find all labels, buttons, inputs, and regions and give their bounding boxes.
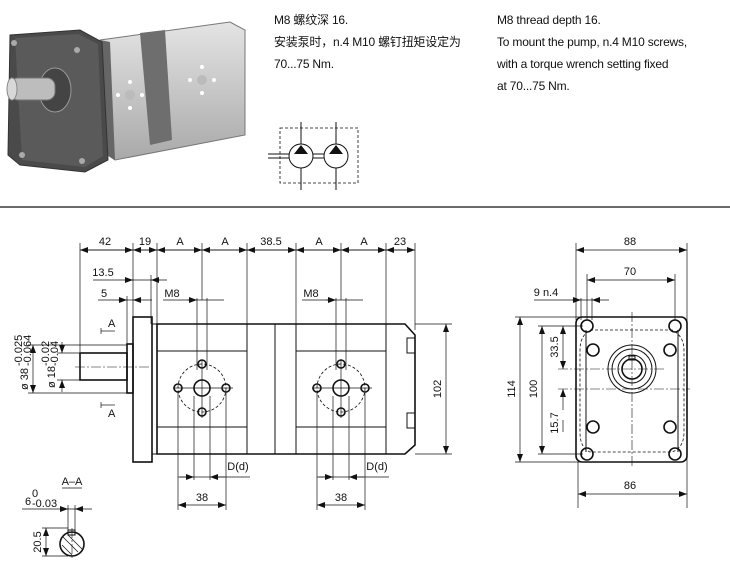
note-en-line: M8 thread depth 16. — [497, 13, 601, 27]
note-en-line: at 70...75 Nm. — [497, 79, 570, 93]
notes-chinese: M8 螺纹深 16. 安装泵时，n.4 M10 螺钉扭矩设定为 70...75 … — [274, 9, 461, 75]
thread-label-m8: M8 — [303, 288, 318, 300]
dim-42: 42 — [99, 236, 111, 248]
note-cn-line: 安装泵时，n.4 M10 螺钉扭矩设定为 — [274, 35, 461, 49]
dim-100: 100 — [528, 380, 540, 398]
pump-photo — [6, 21, 246, 173]
port-right — [312, 359, 372, 418]
port-label-d: D(d) — [227, 461, 248, 473]
dim-38-5: 38.5 — [260, 236, 281, 248]
dim-102: 102 — [432, 380, 444, 398]
dim-114: 114 — [506, 380, 518, 398]
pump-arrow-icon — [294, 145, 308, 154]
side-view: 42 19 A A 38.5 A A 23 13.5 5 M8 M8 A A — [13, 236, 452, 510]
dim-a: A — [360, 236, 368, 248]
dim-a: A — [176, 236, 184, 248]
dim-88: 88 — [624, 236, 636, 248]
key-width: 6 — [25, 496, 31, 508]
key-tol-upper: 0 — [32, 488, 38, 500]
front-view: 88 70 9 n.4 86 114 100 33.5 15.7 — [506, 236, 690, 508]
dia-38-label: ø 38 — [19, 368, 31, 390]
note-cn-line: 70...75 Nm. — [274, 57, 334, 71]
pump-arrow-icon — [329, 145, 343, 154]
dia-18-label: ø 18 — [46, 366, 58, 388]
key-height: 20.5 — [32, 531, 44, 552]
dim-19: 19 — [139, 236, 151, 248]
dim-38-port: 38 — [335, 492, 347, 504]
dim-15-7: 15.7 — [549, 412, 561, 433]
thread-label-m8: M8 — [164, 288, 179, 300]
dia-38-tol-upper: -0.025 — [13, 335, 25, 366]
dia-18-tol-upper: -0.02 — [40, 341, 52, 366]
dia-38-tol-lower: -0.064 — [22, 335, 34, 366]
note-en-line: To mount the pump, n.4 M10 screws, — [497, 35, 687, 49]
dim-a: A — [315, 236, 323, 248]
key-tol-lower: -0.03 — [32, 498, 57, 510]
hydraulic-symbol — [268, 122, 359, 190]
dim-5: 5 — [101, 288, 107, 300]
dim-70: 70 — [624, 266, 636, 278]
section-mark-a: A — [108, 408, 116, 420]
dim-38-port: 38 — [196, 492, 208, 504]
port-label-d: D(d) — [366, 461, 387, 473]
dim-13-5: 13.5 — [92, 267, 113, 279]
dia-18-tol-lower: -0.04 — [49, 341, 61, 366]
dim-dia-38: ø 38 -0.025 -0.064 — [13, 335, 34, 390]
dim-33-5: 33.5 — [549, 336, 561, 357]
section-title: A–A — [62, 476, 83, 488]
notes-english: M8 thread depth 16. To mount the pump, n… — [497, 9, 687, 97]
dim-86: 86 — [624, 480, 636, 492]
note-en-line: with a torque wrench setting fixed — [497, 57, 669, 71]
note-cn-line: M8 螺纹深 16. — [274, 13, 349, 27]
dim-9-n4: 9 n.4 — [534, 287, 558, 299]
section-a-a: A–A 6 0 -0.03 20.5 — [22, 476, 92, 560]
dim-23: 23 — [394, 236, 406, 248]
section-mark-a: A — [108, 318, 116, 330]
dim-dia-18: ø 18 -0.02 -0.04 — [40, 341, 61, 388]
dim-a: A — [221, 236, 229, 248]
port-left — [173, 359, 233, 418]
